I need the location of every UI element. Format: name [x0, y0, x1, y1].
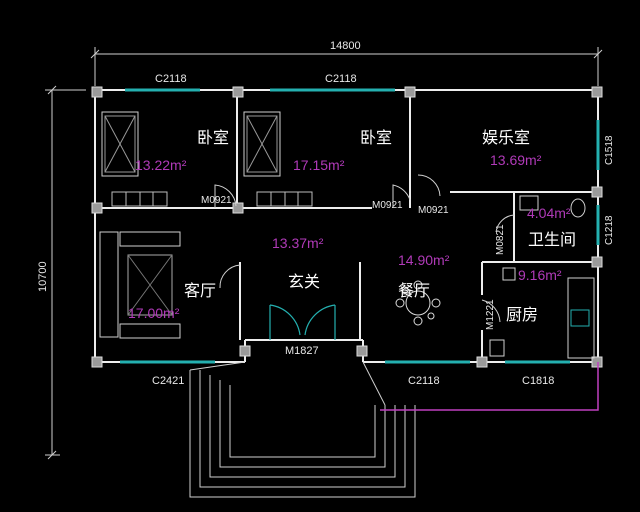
columns — [91, 86, 603, 368]
room-name-bathroom: 卫生间 — [528, 230, 576, 249]
door-code-bedroom2: M0921 — [372, 200, 403, 211]
door-code-kitchen: M1221 — [485, 299, 496, 330]
dimension-lines — [45, 47, 603, 460]
terrace-outline — [380, 362, 599, 411]
sofa-set — [99, 231, 181, 339]
door-swings — [214, 174, 515, 340]
room-area-bedroom-2: 17.15m² — [293, 157, 345, 173]
window-code-c1218: C1218 — [604, 215, 615, 245]
door-code-entertainment: M0921 — [418, 205, 449, 216]
door-code-entrance: M1827 — [285, 345, 319, 357]
window-code-c2118-top-mid: C2118 — [325, 73, 357, 85]
room-area-bedroom-1: 13.22m² — [135, 157, 187, 173]
door-code-bedroom1: M0921 — [201, 195, 232, 206]
kitchen-counter — [489, 277, 595, 359]
overall-depth-label: 10700 — [37, 261, 49, 292]
dining-table — [395, 280, 441, 326]
door-code-bathroom: M0821 — [495, 224, 506, 255]
room-area-entertainment: 13.69m² — [490, 152, 542, 168]
room-name-bedroom-1: 卧室 — [197, 128, 229, 147]
room-name-bedroom-2: 卧室 — [360, 128, 392, 147]
bed-2 — [243, 111, 281, 177]
room-area-living: 17.00m² — [128, 305, 180, 321]
windows — [120, 88, 600, 364]
window-code-c2421: C2421 — [152, 375, 184, 387]
entrance-steps — [189, 361, 416, 498]
wardrobes — [111, 191, 313, 207]
bathroom-fixtures — [502, 195, 586, 281]
room-name-dining: 餐厅 — [398, 281, 430, 300]
room-name-entertainment: 娱乐室 — [482, 128, 530, 147]
bed-1 — [101, 111, 139, 177]
room-name-foyer: 玄关 — [288, 272, 320, 291]
window-code-c1518: C1518 — [604, 135, 615, 165]
room-area-kitchen: 9.16m² — [518, 267, 562, 283]
room-name-kitchen: 厨房 — [506, 305, 538, 324]
room-area-bathroom: 4.04m² — [527, 205, 571, 221]
window-code-c1818: C1818 — [522, 375, 554, 387]
window-code-c2118-bottom: C2118 — [408, 375, 440, 387]
overall-width-label: 14800 — [330, 40, 361, 52]
interior-walls — [95, 90, 598, 362]
room-area-dining: 14.90m² — [398, 252, 450, 268]
room-name-living: 客厅 — [184, 281, 216, 300]
room-area-foyer: 13.37m² — [272, 235, 324, 251]
window-code-c2118-top-left: C2118 — [155, 73, 187, 85]
